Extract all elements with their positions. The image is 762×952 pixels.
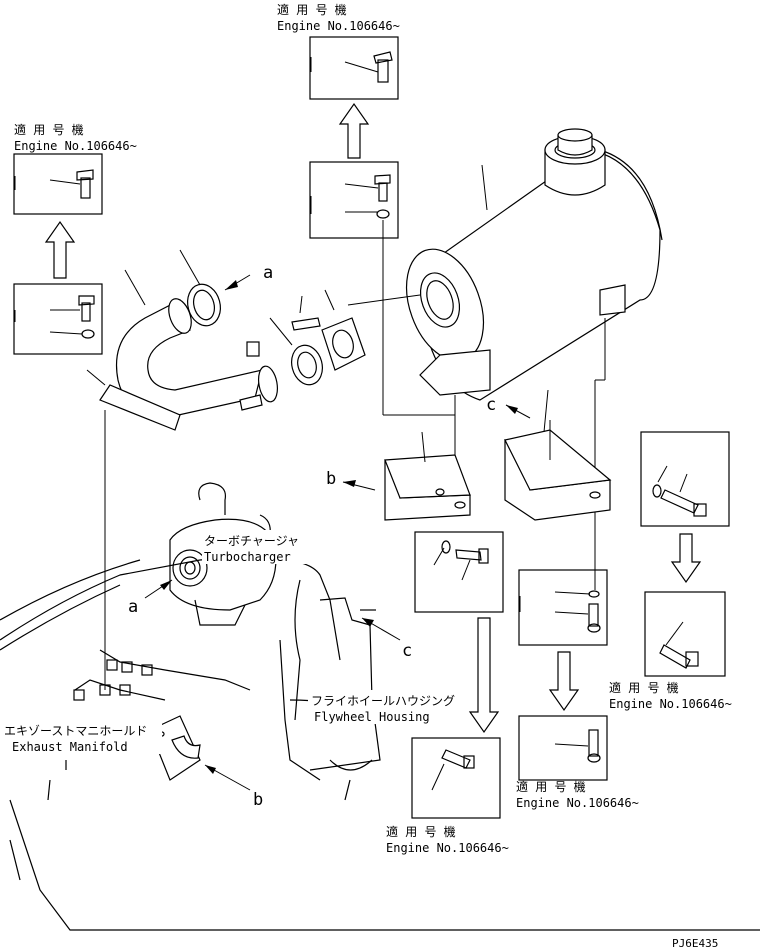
engine-block [0, 482, 760, 931]
label-turbocharger: ターボチャージャ Turbocharger [202, 530, 322, 564]
engine-number-label: Engine No.106646~ [516, 796, 639, 810]
part-box-top-old [309, 161, 399, 239]
engine-number-label: Engine No.106646~ [14, 139, 137, 153]
flange-plate [321, 289, 366, 371]
turbocharger-jp: ターボチャージャ [204, 534, 299, 548]
gasket-a [179, 249, 221, 327]
callout-a-label: a [263, 263, 273, 283]
note-c: 適 用 号 機 Engine No.106646~ [516, 779, 639, 810]
arrow-down-c [548, 651, 580, 712]
applicable-label: 適 用 号 機 [14, 122, 84, 137]
exhaust-manifold-jp: エキゾーストマニホールド [4, 724, 147, 738]
applicable-label: 適 用 号 機 [609, 680, 679, 695]
part-box-c-old [518, 569, 608, 646]
part-box-top-new [309, 36, 399, 100]
flywheel-housing-en: Flywheel Housing [314, 710, 430, 724]
muffler [405, 128, 663, 401]
note-top-left: 適 用 号 機 Engine No.106646~ [14, 122, 137, 153]
callout-a-bottom: a [128, 579, 173, 617]
bracket-b [384, 431, 471, 521]
part-box-left-new [13, 153, 103, 215]
flywheel-housing-jp: フライホイールハウジング [311, 694, 455, 708]
arrow-up-left [44, 220, 76, 279]
callout-c-bottom: c [361, 617, 412, 661]
bracket-c [504, 389, 612, 521]
note-b: 適 用 号 機 Engine No.106646~ [386, 824, 509, 855]
label-flywheel-housing: フライホイールハウジング Flywheel Housing [308, 690, 468, 724]
part-box-b-old [414, 531, 504, 613]
note-top-center: 適 用 号 機 Engine No.106646~ [277, 2, 400, 33]
engine-number-label: Engine No.106646~ [277, 19, 400, 33]
outlet-flange [149, 715, 201, 781]
turbocharger-en: Turbocharger [204, 550, 291, 564]
arrow-down-right [670, 533, 702, 584]
exhaust-manifold-en: Exhaust Manifold [12, 740, 128, 754]
gasket-lower [269, 317, 323, 386]
engine-number-label: Engine No.106646~ [609, 697, 732, 711]
label-exhaust-manifold: エキゾーストマニホールド Exhaust Manifold [2, 720, 162, 754]
note-right: 適 用 号 機 Engine No.106646~ [609, 680, 732, 711]
part-box-right-old [640, 431, 730, 527]
applicable-label: 適 用 号 機 [386, 824, 456, 839]
callout-c-label: c [402, 641, 412, 661]
flange-bolt [291, 295, 321, 331]
engine-number-label: Engine No.106646~ [386, 841, 509, 855]
callout-c-label: c [486, 395, 496, 415]
arrow-down-b [468, 617, 500, 734]
callout-a-label: a [128, 597, 138, 617]
callout-c-top: c [486, 395, 531, 419]
applicable-label: 適 用 号 機 [277, 2, 347, 17]
part-box-b-new [411, 737, 501, 819]
callout-b-label: b [326, 469, 336, 489]
callout-b-top: b [326, 469, 376, 491]
part-box-left-old [13, 283, 103, 355]
arrow-up-top [338, 102, 370, 159]
callout-b-bottom: b [204, 764, 263, 810]
callout-a-top: a [224, 263, 273, 291]
exhaust-elbow-pipe [99, 269, 278, 431]
part-box-right-new [644, 591, 726, 677]
callout-b-label: b [253, 790, 263, 810]
part-box-c-new [518, 715, 608, 781]
drawing-code: PJ6E435 [672, 937, 718, 950]
applicable-label: 適 用 号 機 [516, 779, 586, 794]
